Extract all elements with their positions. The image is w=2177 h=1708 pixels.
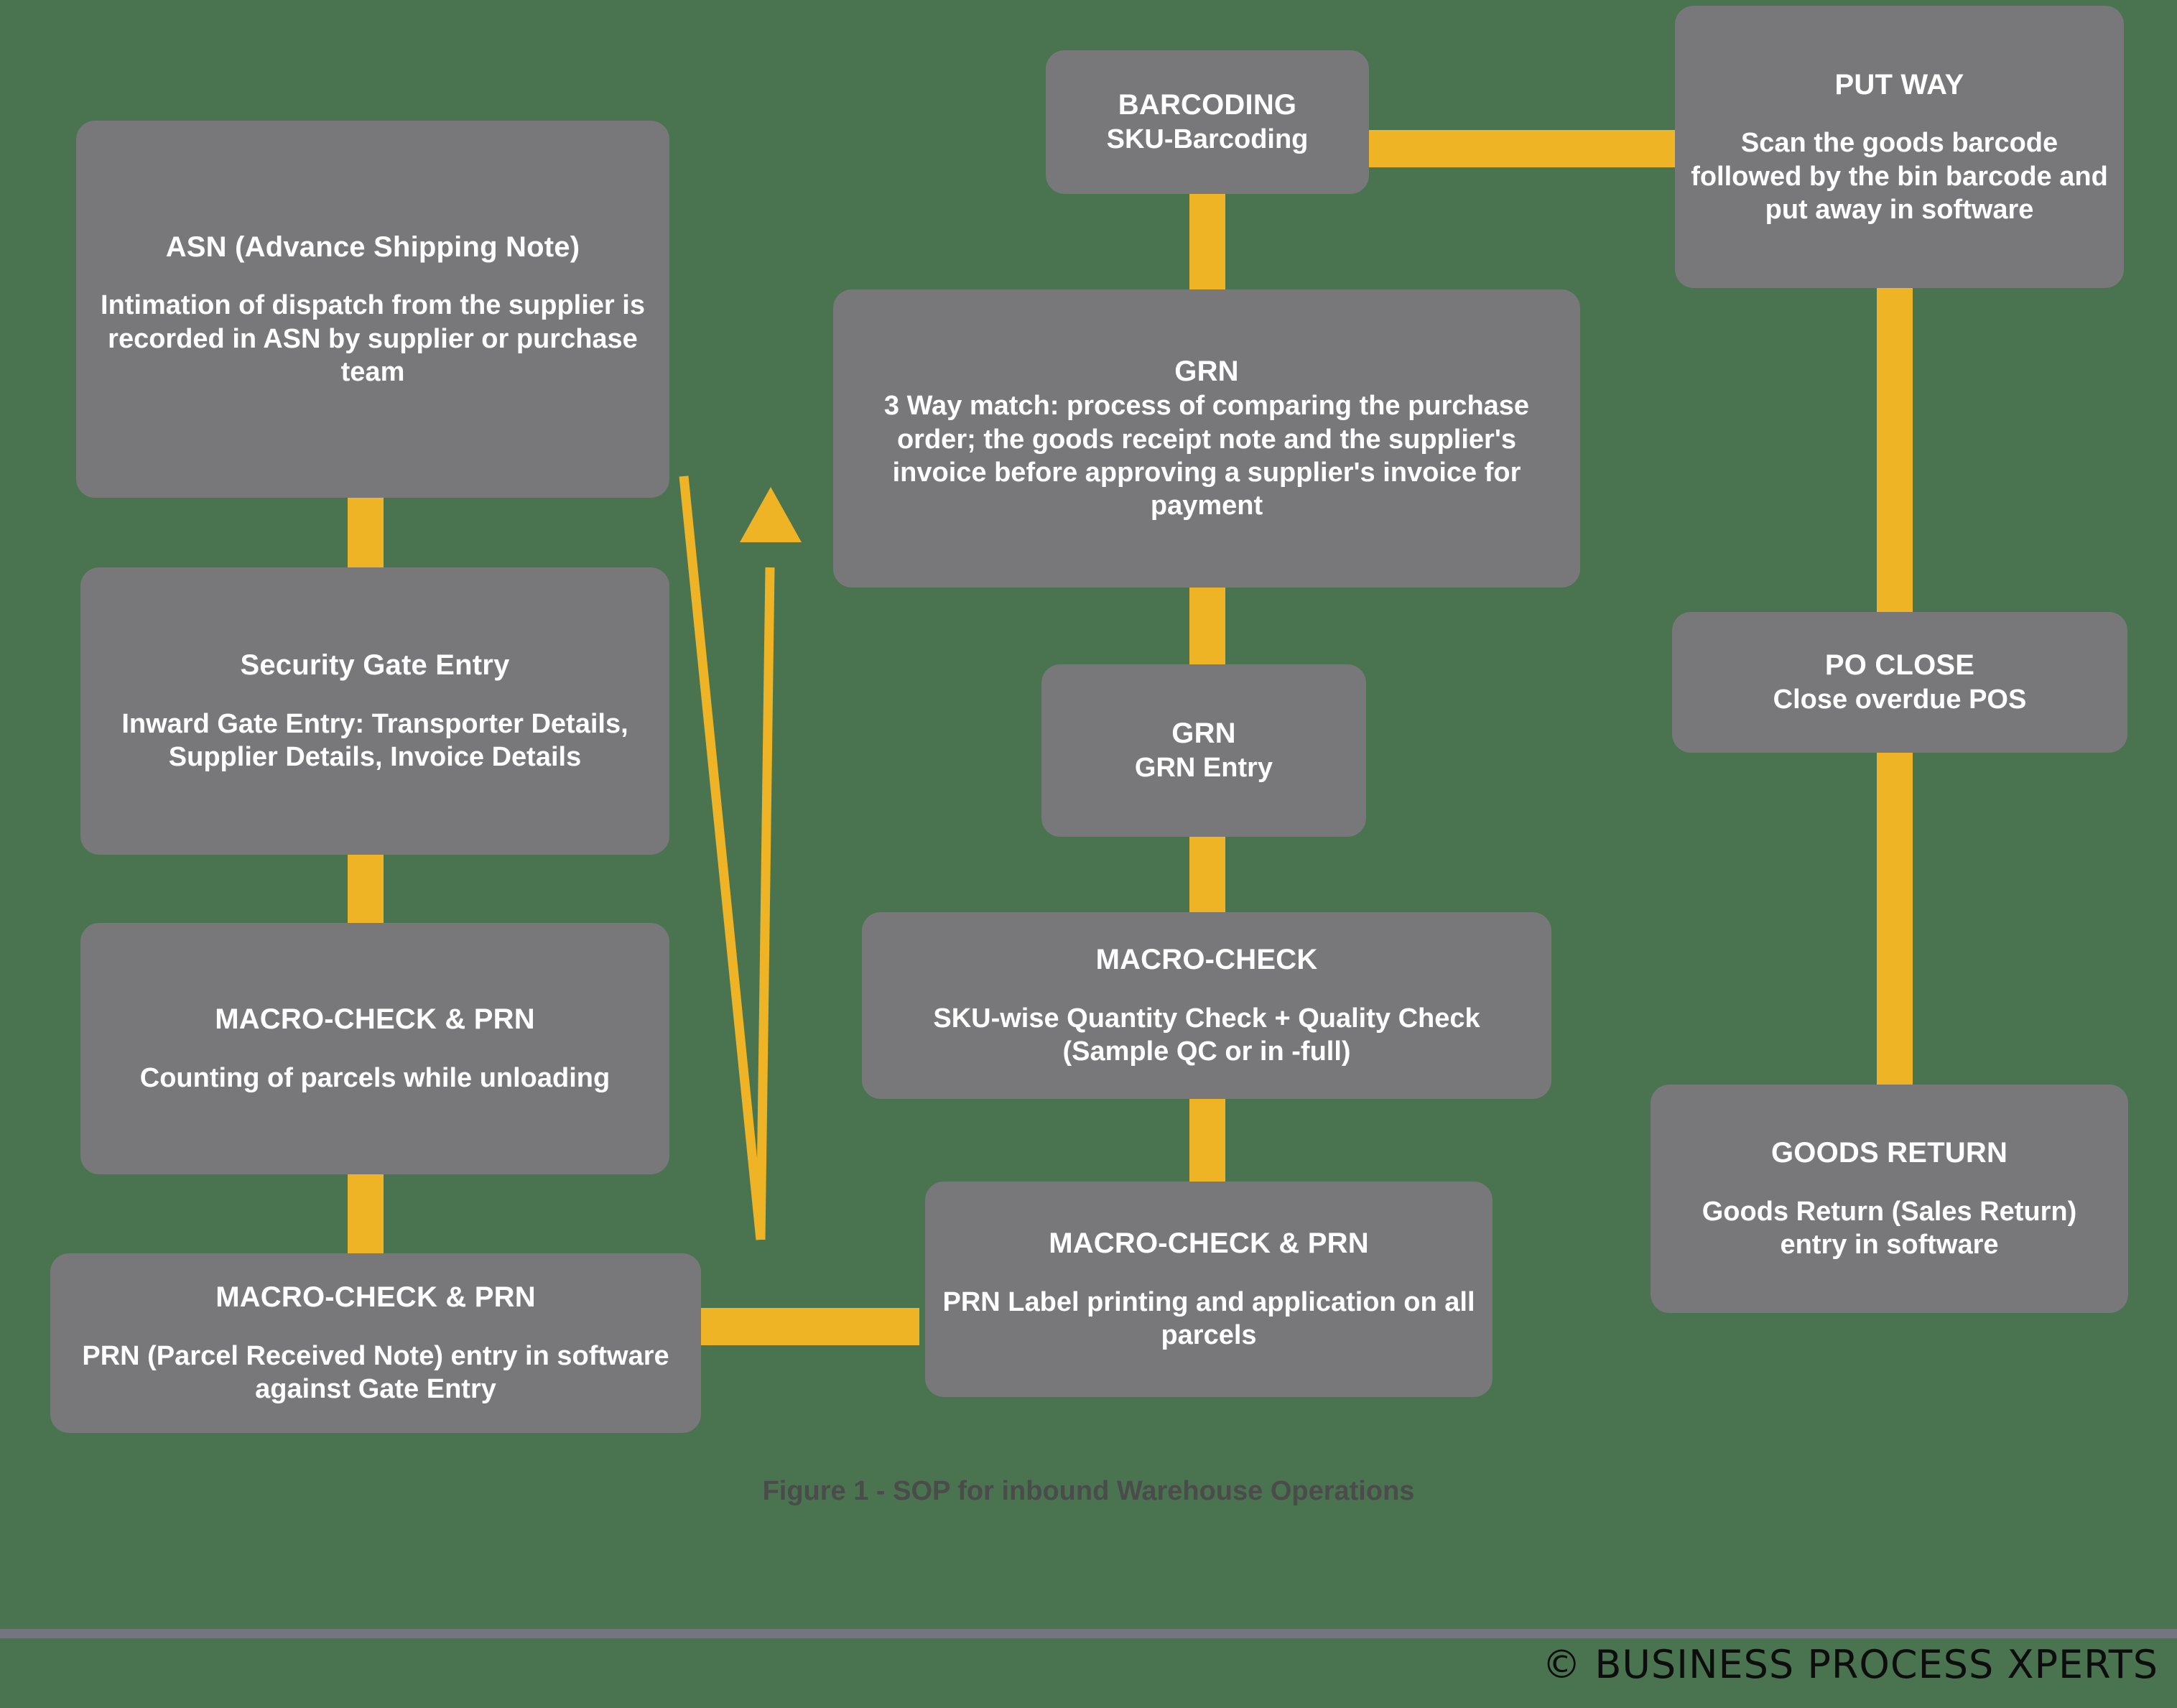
- node-macro-check-body: SKU-wise Quantity Check + Quality Check …: [933, 1003, 1480, 1067]
- node-security-gate-entry-body: Inward Gate Entry: Transporter Details, …: [121, 709, 628, 773]
- node-macro-check[interactable]: MACRO-CHECK SKU-wise Quantity Check + Qu…: [862, 912, 1551, 1099]
- node-po-close[interactable]: PO CLOSE Close overdue POS: [1672, 612, 2127, 753]
- node-barcoding-title: BARCODING: [1118, 89, 1297, 121]
- node-asn-body: Intimation of dispatch from the supplier…: [101, 290, 645, 388]
- node-macro-check-prn-entry-title: MACRO-CHECK & PRN: [215, 1281, 536, 1314]
- node-macro-check-prn-label[interactable]: MACRO-CHECK & PRN PRN Label printing and…: [925, 1182, 1493, 1397]
- node-barcoding-body: SKU-Barcoding: [1106, 124, 1309, 155]
- connector-put-way-to-po-close: [1877, 280, 1913, 618]
- node-grn-three-way-match[interactable]: GRN 3 Way match: process of comparing th…: [833, 289, 1580, 588]
- node-grn-entry-body: GRN Entry: [1134, 753, 1273, 784]
- node-macro-check-prn-counting[interactable]: MACRO-CHECK & PRN Counting of parcels wh…: [80, 923, 669, 1174]
- node-grn-three-way-match-body: 3 Way match: process of comparing the pu…: [883, 391, 1530, 521]
- node-asn[interactable]: ASN (Advance Shipping Note) Intimation o…: [76, 121, 669, 498]
- node-macro-check-prn-label-body: PRN Label printing and application on al…: [942, 1287, 1475, 1351]
- node-security-gate-entry-title: Security Gate Entry: [240, 649, 510, 682]
- node-macro-check-prn-counting-body: Counting of parcels while unloading: [139, 1063, 611, 1094]
- connector-grn-to-grn-entry: [1189, 583, 1225, 669]
- node-grn-entry[interactable]: GRN GRN Entry: [1041, 664, 1366, 837]
- node-grn-entry-title: GRN: [1171, 718, 1236, 750]
- node-security-gate-entry[interactable]: Security Gate Entry Inward Gate Entry: T…: [80, 567, 669, 855]
- node-macro-check-prn-entry[interactable]: MACRO-CHECK & PRN PRN (Parcel Received N…: [50, 1253, 701, 1433]
- figure-caption: Figure 1 - SOP for inbound Warehouse Ope…: [762, 1476, 1415, 1506]
- node-asn-title: ASN (Advance Shipping Note): [165, 231, 580, 263]
- node-put-way[interactable]: PUT WAY Scan the goods barcode followed …: [1675, 6, 2124, 288]
- connector-macro-check-to-label: [1189, 1092, 1225, 1185]
- node-macro-check-title: MACRO-CHECK: [1095, 944, 1318, 976]
- node-po-close-body: Close overdue POS: [1773, 684, 2027, 715]
- node-macro-check-prn-counting-title: MACRO-CHECK & PRN: [215, 1003, 535, 1036]
- node-put-way-body: Scan the goods barcode followed by the b…: [1691, 128, 2108, 226]
- connector-prn-entry-to-label-printing: [695, 1308, 919, 1345]
- connector-grn-entry-to-macro-check: [1189, 833, 1225, 923]
- node-barcoding[interactable]: BARCODING SKU-Barcoding: [1046, 50, 1369, 194]
- footer-divider: [0, 1629, 2177, 1638]
- node-goods-return-body: Goods Return (Sales Return) entry in sof…: [1702, 1197, 2077, 1261]
- node-grn-three-way-match-title: GRN: [1174, 356, 1239, 388]
- connector-barcoding-to-grn: [1189, 188, 1225, 292]
- node-put-way-title: PUT WAY: [1834, 68, 1964, 101]
- node-po-close-title: PO CLOSE: [1824, 649, 1975, 682]
- copyright-footer: © BUSINESS PROCESS XPERTS: [1542, 1642, 2158, 1687]
- connector-po-close-to-goods-return: [1877, 747, 1913, 1092]
- connector-barcoding-to-put-way: [1347, 130, 1676, 167]
- node-goods-return[interactable]: GOODS RETURN Goods Return (Sales Return)…: [1651, 1085, 2128, 1313]
- node-macro-check-prn-label-title: MACRO-CHECK & PRN: [1049, 1227, 1369, 1260]
- node-goods-return-title: GOODS RETURN: [1770, 1137, 2008, 1169]
- connector-security-gate-to-macro-prn: [348, 851, 384, 930]
- node-macro-check-prn-entry-body: PRN (Parcel Received Note) entry in soft…: [82, 1341, 669, 1405]
- connector-macro-prn-to-prn-entry: [348, 1171, 384, 1257]
